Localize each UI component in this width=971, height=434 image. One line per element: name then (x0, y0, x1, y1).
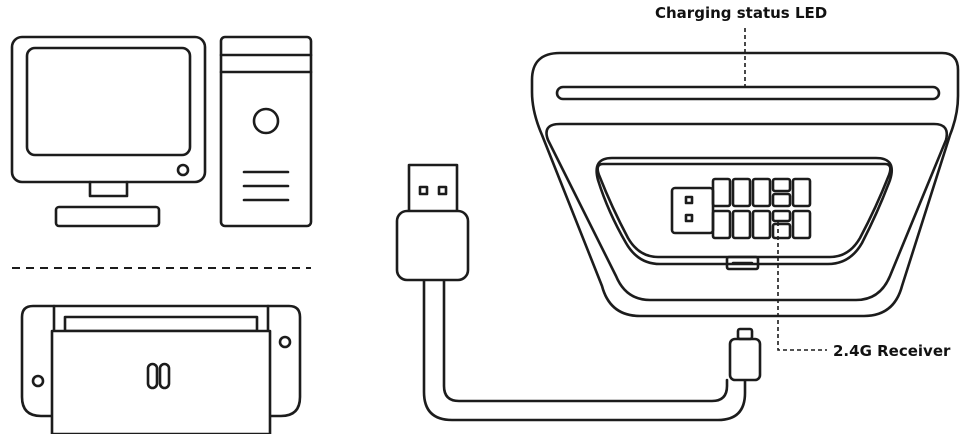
receiver-callout-line (777, 222, 827, 351)
receiver-label: 2.4G Receiver (833, 342, 951, 360)
usb-c-plug-icon (728, 327, 762, 382)
pc-tower-icon (219, 35, 313, 228)
desktop-computer-icon (10, 35, 313, 228)
usb-c-port-icon (725, 255, 760, 271)
charging-led-label: Charging status LED (655, 4, 828, 22)
switch-console-dock-icon (20, 304, 302, 434)
usb-cable-icon (395, 163, 762, 422)
monitor-icon (10, 35, 207, 228)
charging-dock-icon (530, 51, 960, 318)
usb-a-plug-icon (395, 163, 470, 282)
switch-logo-icon (146, 362, 171, 390)
receiver-dongle-icon (670, 177, 812, 240)
